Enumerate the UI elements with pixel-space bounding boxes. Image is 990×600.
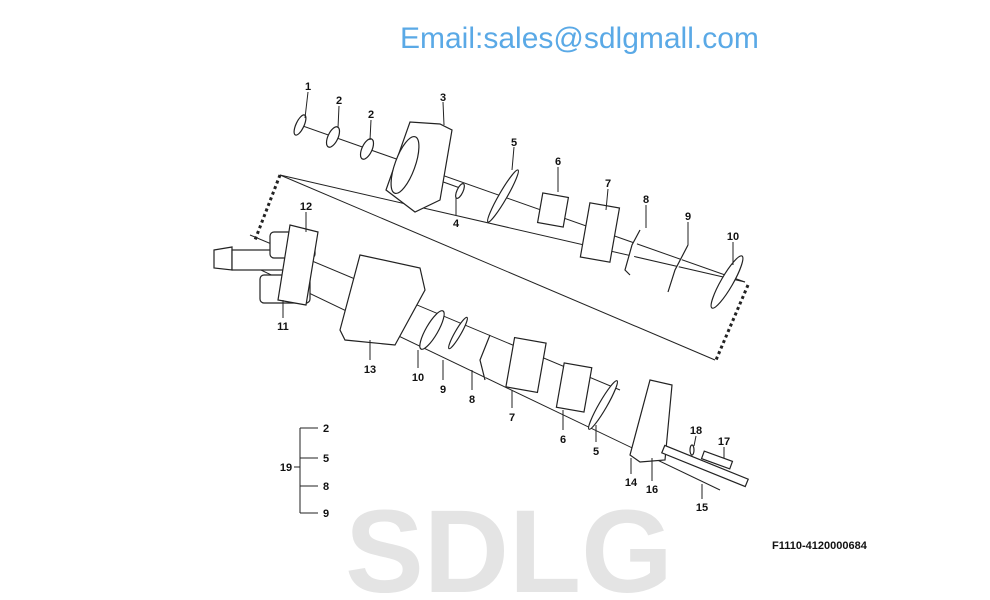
callout-13: 13 — [364, 364, 376, 376]
callout-18: 18 — [690, 425, 702, 437]
callout-4: 4 — [453, 218, 460, 230]
callout-5: 5 — [593, 446, 599, 458]
end-cover-part — [629, 379, 673, 463]
callout-2: 2 — [368, 109, 374, 121]
bushing-part — [555, 362, 593, 413]
seal-part — [624, 229, 641, 276]
kit-item: 5 — [323, 453, 329, 465]
callout-16: 16 — [646, 484, 658, 496]
wear-plate-part — [419, 310, 445, 350]
email-watermark: Email:sales@sdlgmall.com — [400, 22, 759, 55]
callout-10: 10 — [412, 372, 424, 384]
callout-9: 9 — [685, 211, 691, 223]
callout-5: 5 — [511, 137, 517, 149]
dotted-bracket-left — [253, 174, 282, 241]
callout-7: 7 — [605, 178, 611, 190]
bolt-part — [660, 444, 750, 488]
kit-legend: 19 2 5 8 9 — [280, 423, 329, 520]
parts — [213, 114, 750, 488]
bushing-part — [536, 192, 570, 228]
kit-item: 2 — [323, 423, 329, 435]
backup-ring-part — [667, 244, 689, 293]
callout-12: 12 — [300, 201, 312, 213]
sdlg-watermark: SDLG — [345, 486, 673, 600]
callout-8: 8 — [469, 394, 475, 406]
leader-lines — [282, 91, 734, 499]
callout-3: 3 — [440, 92, 446, 104]
callout-2: 2 — [336, 95, 342, 107]
o-ring-part — [455, 183, 465, 199]
plate-part — [579, 202, 621, 263]
spline-shaft-part — [213, 246, 233, 271]
seal-part — [587, 380, 619, 430]
drawing-code: F1110-4120000684 — [772, 540, 867, 552]
callout-8: 8 — [643, 194, 649, 206]
kit-label: 19 — [280, 462, 292, 474]
callout-11: 11 — [277, 321, 289, 333]
callout-1: 1 — [305, 81, 311, 93]
callout-6: 6 — [560, 434, 566, 446]
callout-10: 10 — [727, 231, 739, 243]
callout-14: 14 — [625, 477, 638, 489]
seal-part — [487, 169, 519, 223]
dotted-bracket-right — [714, 284, 750, 361]
callout-9: 9 — [440, 384, 446, 396]
bolt-part — [700, 450, 734, 470]
callout-7: 7 — [509, 412, 515, 424]
kit-item: 8 — [323, 481, 329, 493]
washer-part — [359, 138, 375, 160]
plate-part — [505, 336, 547, 394]
callout-labels: 1 2 2 3 4 5 6 7 8 9 10 12 11 13 10 9 8 7… — [277, 81, 739, 514]
callout-17: 17 — [718, 436, 730, 448]
callout-15: 15 — [696, 502, 708, 514]
housing-part — [339, 254, 426, 346]
wear-plate-part — [710, 255, 744, 309]
assembly-axes — [239, 124, 750, 491]
kit-item: 9 — [323, 508, 329, 520]
callout-6: 6 — [555, 156, 561, 168]
washer-part — [325, 126, 341, 148]
seal-ring-part — [293, 114, 307, 136]
